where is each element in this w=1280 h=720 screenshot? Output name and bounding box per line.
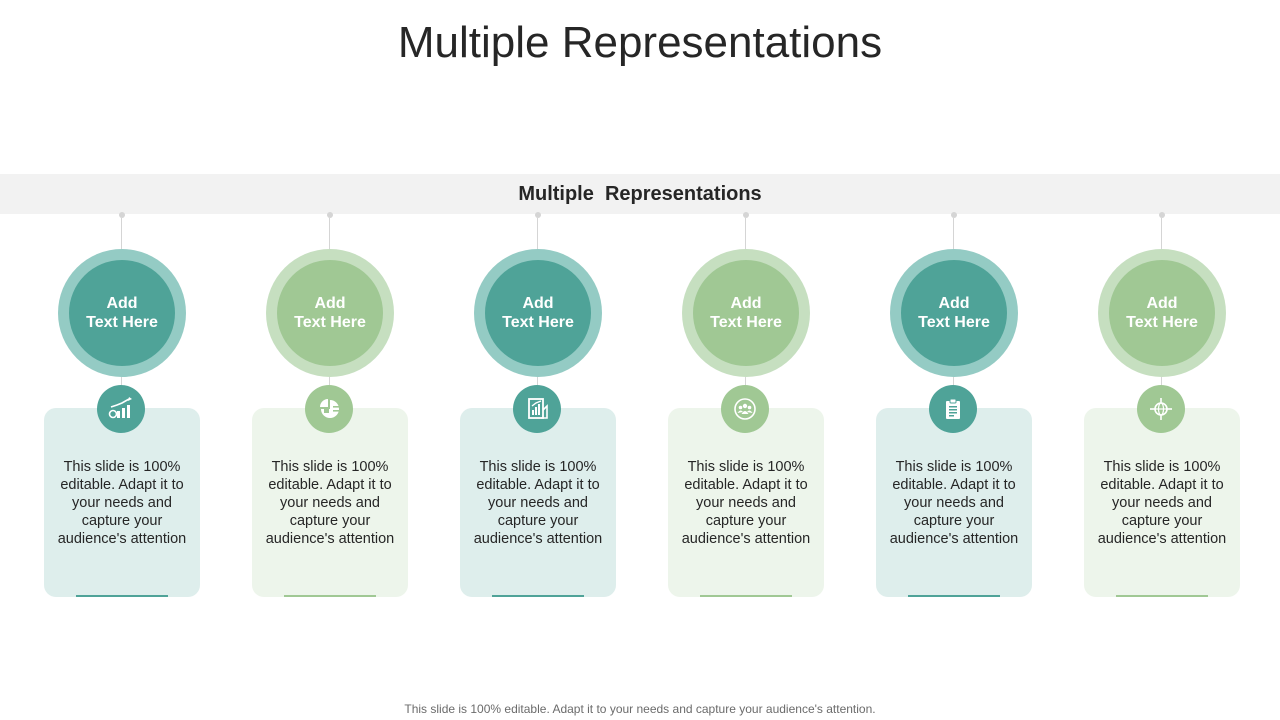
circle-ring: Add Text Here xyxy=(58,249,186,377)
connector-dot xyxy=(1159,212,1165,218)
footer-note: This slide is 100% editable. Adapt it to… xyxy=(404,702,876,716)
card-text: This slide is 100% editable. Adapt it to… xyxy=(265,459,395,547)
connector-line xyxy=(745,218,746,250)
card-text: This slide is 100% editable. Adapt it to… xyxy=(57,459,187,547)
icon-badge xyxy=(513,385,561,433)
circle-ring: Add Text Here xyxy=(890,249,1018,377)
growth-chart-icon xyxy=(108,397,132,419)
circle-inner: Add Text Here xyxy=(1109,260,1215,366)
circle-label: Add Text Here xyxy=(280,294,380,332)
circle-label-line1: Add xyxy=(730,295,762,312)
circle-label: Add Text Here xyxy=(1112,294,1212,332)
card-text: This slide is 100% editable. Adapt it to… xyxy=(889,459,1019,547)
circle-label-line1: Add xyxy=(106,295,138,312)
connector-line xyxy=(1161,218,1162,250)
circle-inner: Add Text Here xyxy=(693,260,799,366)
connector-line-lower xyxy=(329,377,330,385)
item-column-6: Add Text Here This slide is 100% editabl… xyxy=(1084,0,1240,720)
connector-line-lower xyxy=(537,377,538,385)
circle-label-line2: Text Here xyxy=(502,314,574,331)
section-band: Multiple Representations xyxy=(0,174,1280,214)
item-column-3: Add Text Here This slide is 100% editabl… xyxy=(460,0,616,720)
connector-line-lower xyxy=(745,377,746,385)
circle-label: Add Text Here xyxy=(488,294,588,332)
card-underline xyxy=(284,595,376,597)
card-underline xyxy=(908,595,1000,597)
circle-label: Add Text Here xyxy=(904,294,1004,332)
card-underline xyxy=(492,595,584,597)
target-globe-icon xyxy=(1150,398,1172,420)
circle-label-line1: Add xyxy=(314,295,346,312)
circle-label: Add Text Here xyxy=(696,294,796,332)
circle-label-line1: Add xyxy=(938,295,970,312)
card-text: This slide is 100% editable. Adapt it to… xyxy=(681,459,811,547)
circle-label-line2: Text Here xyxy=(1126,314,1198,331)
circle-inner: Add Text Here xyxy=(485,260,591,366)
icon-badge xyxy=(305,385,353,433)
circle-label-line1: Add xyxy=(522,295,554,312)
connector-line xyxy=(537,218,538,250)
band-title: Multiple Representations xyxy=(518,183,762,205)
report-chart-icon xyxy=(528,398,548,419)
icon-badge xyxy=(721,385,769,433)
connector-dot xyxy=(535,212,541,218)
pie-chart-icon xyxy=(320,399,339,418)
card-text: This slide is 100% editable. Adapt it to… xyxy=(473,459,603,547)
circle-label-line2: Text Here xyxy=(710,314,782,331)
icon-badge xyxy=(929,385,977,433)
card-underline xyxy=(700,595,792,597)
item-column-2: Add Text Here This slide is 100% editabl… xyxy=(252,0,408,720)
connector-line xyxy=(953,218,954,250)
icon-badge xyxy=(97,385,145,433)
circle-inner: Add Text Here xyxy=(901,260,1007,366)
card-text: This slide is 100% editable. Adapt it to… xyxy=(1097,459,1227,547)
text-card: This slide is 100% editable. Adapt it to… xyxy=(876,408,1032,597)
connector-line xyxy=(329,218,330,250)
connector-line-lower xyxy=(121,377,122,385)
circle-label-line2: Text Here xyxy=(294,314,366,331)
text-card: This slide is 100% editable. Adapt it to… xyxy=(668,408,824,597)
circle-inner: Add Text Here xyxy=(277,260,383,366)
connector-line xyxy=(121,218,122,250)
connector-dot xyxy=(743,212,749,218)
circle-ring: Add Text Here xyxy=(682,249,810,377)
card-underline xyxy=(1116,595,1208,597)
text-card: This slide is 100% editable. Adapt it to… xyxy=(460,408,616,597)
circle-ring: Add Text Here xyxy=(266,249,394,377)
item-column-5: Add Text Here This slide is 100% editabl… xyxy=(876,0,1032,720)
connector-dot xyxy=(951,212,957,218)
circle-label-line2: Text Here xyxy=(86,314,158,331)
icon-badge xyxy=(1137,385,1185,433)
connector-line-lower xyxy=(953,377,954,385)
connector-dot xyxy=(327,212,333,218)
item-column-4: Add Text Here This slide is 100% editabl… xyxy=(668,0,824,720)
text-card: This slide is 100% editable. Adapt it to… xyxy=(1084,408,1240,597)
clipboard-icon xyxy=(946,398,960,419)
connector-line-lower xyxy=(1161,377,1162,385)
text-card: This slide is 100% editable. Adapt it to… xyxy=(252,408,408,597)
page-title: Multiple Representations xyxy=(397,18,883,67)
card-underline xyxy=(76,595,168,597)
item-column-1: Add Text Here This slide is 100% editabl… xyxy=(44,0,200,720)
team-circle-icon xyxy=(734,398,756,420)
circle-label: Add Text Here xyxy=(72,294,172,332)
circle-label-line1: Add xyxy=(1146,295,1178,312)
circle-label-line2: Text Here xyxy=(918,314,990,331)
circle-inner: Add Text Here xyxy=(69,260,175,366)
text-card: This slide is 100% editable. Adapt it to… xyxy=(44,408,200,597)
connector-dot xyxy=(119,212,125,218)
circle-ring: Add Text Here xyxy=(1098,249,1226,377)
circle-ring: Add Text Here xyxy=(474,249,602,377)
